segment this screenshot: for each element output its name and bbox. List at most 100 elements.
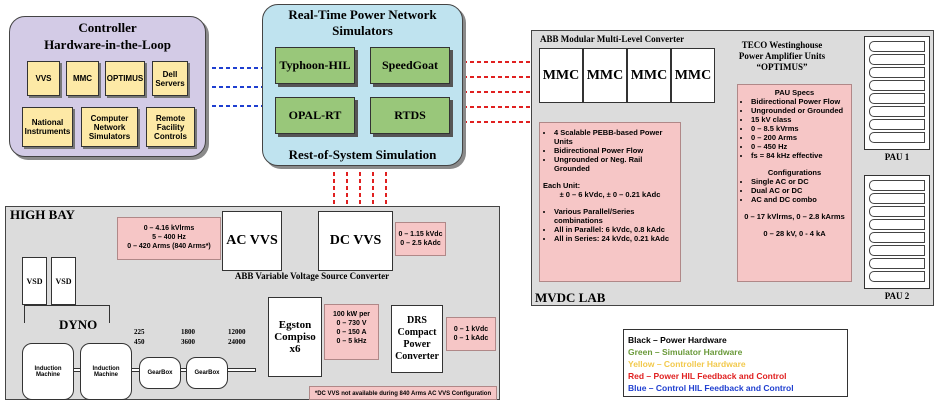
sim-box-typhoon: Typhoon-HIL bbox=[275, 47, 355, 84]
mmc-spec-2: Bidirectional Power Flow bbox=[554, 146, 677, 155]
dc-spec-2: 0 – 2.5 kAdc bbox=[400, 240, 441, 247]
mmc-unit-4: MMC bbox=[671, 48, 715, 103]
high-bay-label: HIGH BAY bbox=[10, 207, 75, 222]
ac-vvs-box: AC VVS bbox=[222, 211, 282, 271]
abb-vvs-label: ABB Variable Voltage Source Converter bbox=[234, 271, 390, 281]
induction-machine-1: Induction Machine bbox=[22, 343, 74, 400]
pau-spec-1: Bidirectional Power Flow bbox=[751, 97, 849, 106]
config-1: Single AC or DC bbox=[751, 177, 849, 186]
ratio-2-bottom: 3600 bbox=[181, 338, 195, 346]
ratio-2-top: 1800 bbox=[181, 328, 195, 336]
controller-box-network-simulators: Computer Network Simulators bbox=[81, 107, 138, 147]
simulator-title-line1: Real-Time Power Network bbox=[288, 7, 437, 22]
gearbox-2-label: GearBox bbox=[194, 370, 220, 376]
ac-spec-2: 5 – 400 Hz bbox=[152, 234, 186, 241]
pau1-cabinet bbox=[864, 36, 930, 150]
controller-box-optimus: OPTIMUS bbox=[105, 61, 145, 96]
egston-box: Egston Compiso x6 bbox=[268, 297, 322, 377]
egston-spec: 100 kW per 0 – 730 V 0 – 150 A 0 – 5 kHz bbox=[324, 304, 379, 360]
mmc-unit-2: MMC bbox=[583, 48, 627, 103]
ratio-3-top: 12000 bbox=[228, 328, 246, 336]
controller-box-vvs: VVS bbox=[27, 61, 60, 96]
ratio-3-bottom: 24000 bbox=[228, 338, 246, 346]
controller-box-dell-servers: Dell Servers bbox=[152, 61, 188, 96]
pau-spec-6: 0 – 450 Hz bbox=[751, 142, 849, 151]
pau2-cabinet bbox=[864, 175, 930, 289]
pau2-label: PAU 2 bbox=[884, 291, 910, 301]
sim-box-speedgoat: SpeedGoat bbox=[370, 47, 450, 84]
dc-vvs-box: DC VVS bbox=[318, 211, 393, 271]
footnote: *DC VVS not available during 840 Arms AC… bbox=[309, 386, 497, 400]
controller-box-mmc: MMC bbox=[66, 61, 99, 96]
controller-title-line1: Controller bbox=[78, 20, 137, 35]
config-title: Configurations bbox=[767, 168, 822, 177]
mmc-each-unit-value: ± 0 – 6 kVdc, ± 0 – 0.21 kAdc bbox=[559, 190, 661, 199]
simulator-footer: Rest-of-System Simulation bbox=[288, 147, 437, 162]
controller-title-line2: Hardware-in-the-Loop bbox=[44, 37, 171, 52]
pau1-label: PAU 1 bbox=[884, 152, 910, 162]
config-2: Dual AC or DC bbox=[751, 186, 849, 195]
mvdc-lab-panel: ABB Modular Multi-Level Converter MMC MM… bbox=[531, 30, 934, 306]
high-bay-panel: HIGH BAY 0 – 4.16 kVlrms 5 – 400 Hz 0 – … bbox=[5, 206, 500, 400]
legend-yellow: Yellow – Controller Hardware bbox=[628, 359, 746, 369]
egston-spec-1: 100 kW per bbox=[333, 311, 370, 318]
vsd-1: VSD bbox=[22, 257, 47, 305]
teco-title-line3: “OPTIMUS” bbox=[756, 62, 808, 72]
legend-green: Green – Simulator Hardware bbox=[628, 347, 743, 357]
drs-spec: 0 – 1 kVdc 0 – 1 kAdc bbox=[446, 317, 496, 351]
legend-red: Red – Power HIL Feedback and Control bbox=[628, 371, 787, 381]
gearbox-1-label: GearBox bbox=[147, 370, 173, 376]
teco-title-line2: Power Amplifier Units bbox=[738, 51, 826, 61]
sim-box-opal-rt: OPAL-RT bbox=[275, 97, 355, 134]
pau-specs-title: PAU Specs bbox=[774, 88, 815, 97]
legend-black: Black – Power Hardware bbox=[628, 335, 727, 345]
egston-spec-4: 0 – 5 kHz bbox=[336, 338, 367, 345]
legend-blue: Blue – Control HIL Feedback and Control bbox=[628, 383, 794, 393]
vsd-2: VSD bbox=[51, 257, 76, 305]
egston-spec-2: 0 – 730 V bbox=[336, 320, 367, 327]
induction-machine-2: Induction Machine bbox=[80, 343, 132, 400]
pau-spec-5: 0 – 200 Arms bbox=[751, 133, 849, 142]
sim-box-rtds: RTDS bbox=[370, 97, 450, 134]
pau-spec-2: Ungrounded or Grounded bbox=[751, 106, 849, 115]
gearbox-2: GearBox bbox=[186, 357, 228, 389]
controller-box-national-instruments: National Instruments bbox=[22, 107, 73, 147]
ac-spec-1: 0 – 4.16 kVlrms bbox=[143, 225, 195, 232]
drs-spec-1: 0 – 1 kVdc bbox=[453, 326, 489, 333]
abb-mmc-title: ABB Modular Multi-Level Converter bbox=[540, 34, 685, 44]
mmc-spec-3: Ungrounded or Neg. Rail Grounded bbox=[554, 155, 677, 173]
induction-machine-1-label: Induction Machine bbox=[34, 365, 62, 378]
drs-spec-2: 0 – 1 kAdc bbox=[453, 335, 489, 342]
simulator-panel: Real-Time Power Network Simulators Typho… bbox=[262, 4, 463, 166]
egston-spec-3: 0 – 150 A bbox=[336, 329, 367, 336]
pau-range-1: 0 – 17 kVlrms, 0 – 2.8 kArms bbox=[744, 212, 845, 221]
mmc-spec-6: All in Series: 24 kVdc, 0.21 kAdc bbox=[554, 234, 677, 243]
pau-range-2: 0 – 28 kV, 0 - 4 kA bbox=[763, 229, 826, 238]
mvdc-lab-label: MVDC LAB bbox=[535, 290, 606, 305]
mmc-spec-5: All in Parallel: 6 kVdc, 0.8 kAdc bbox=[554, 225, 677, 234]
pau-spec-box: PAU Specs Bidirectional Power Flow Ungro… bbox=[737, 84, 852, 282]
pau-spec-4: 0 – 8.5 kVrms bbox=[751, 124, 849, 133]
mmc-unit-1: MMC bbox=[539, 48, 583, 103]
teco-title-line1: TECO Westinghouse bbox=[741, 40, 823, 50]
ratio-1-top: 225 bbox=[134, 328, 145, 336]
dyno-frame bbox=[24, 305, 110, 323]
dc-vvs-spec: 0 – 1.15 kVdc 0 – 2.5 kAdc bbox=[395, 222, 446, 256]
mmc-spec-box: 4 Scalable PEBB-based Power Units Bidire… bbox=[539, 122, 681, 282]
simulator-title-line2: Simulators bbox=[332, 23, 393, 38]
pau-spec-3: 15 kV class bbox=[751, 115, 849, 124]
controller-hil-panel: Controller Hardware-in-the-Loop VVS MMC … bbox=[9, 16, 206, 157]
mmc-spec-1: 4 Scalable PEBB-based Power Units bbox=[554, 128, 677, 146]
drs-box: DRS Compact Power Converter bbox=[391, 305, 443, 373]
mmc-spec-4: Various Parallel/Series combinations bbox=[554, 207, 677, 225]
dyno-label: DYNO bbox=[59, 317, 98, 332]
config-3: AC and DC combo bbox=[751, 195, 849, 204]
ac-vvs-spec: 0 – 4.16 kVlrms 5 – 400 Hz 0 – 420 Arms … bbox=[117, 217, 221, 260]
dc-spec-1: 0 – 1.15 kVdc bbox=[398, 231, 443, 238]
ac-spec-3: 0 – 420 Arms (840 Arms*) bbox=[127, 243, 211, 250]
legend: Black – Power Hardware Green – Simulator… bbox=[623, 329, 848, 397]
pau-spec-7: fs = 84 kHz effective bbox=[751, 151, 849, 160]
induction-machine-2-label: Induction Machine bbox=[92, 365, 120, 378]
mmc-unit-3: MMC bbox=[627, 48, 671, 103]
